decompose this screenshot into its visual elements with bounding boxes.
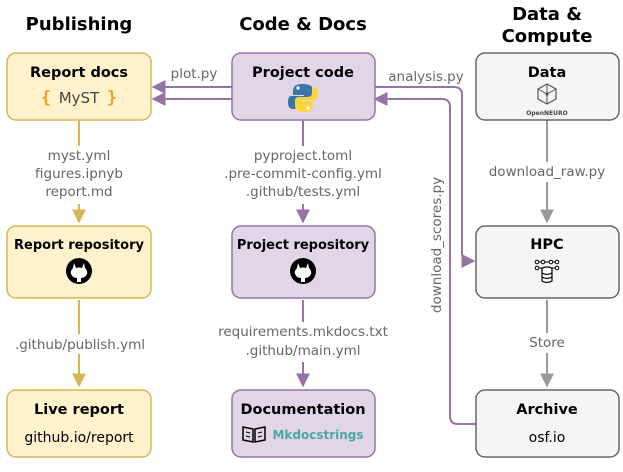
edge-label-requirements: requirements.mkdocs.txt (218, 324, 388, 340)
edge-analysis (375, 86, 476, 268)
python-icon (288, 84, 318, 112)
node-report-repository[interactable]: Report repository (6, 225, 152, 299)
node-title: Archive (516, 402, 578, 418)
myst-logo: { MyST } (41, 88, 117, 108)
node-title: HPC (530, 237, 563, 253)
node-title: Project code (252, 65, 354, 81)
node-project-repository[interactable]: Project repository (231, 225, 376, 299)
hpc-cluster-icon (534, 259, 560, 284)
myst-brace-right: } (107, 88, 117, 108)
mkdocs-book-icon (242, 426, 266, 443)
edge-label-bg (523, 333, 571, 353)
myst-logo-text: MyST (59, 89, 100, 107)
openneuro-logo (537, 83, 557, 105)
edge-label-bg (166, 64, 222, 82)
column-title-code-docs: Code & Docs (239, 14, 367, 35)
node-documentation[interactable]: Documentation Mkdocstrings (231, 389, 376, 458)
edge-label-publish: .github/publish.yml (15, 337, 145, 353)
node-title: Documentation (240, 402, 365, 418)
node-title: Live report (34, 402, 124, 418)
openneuro-logo-text: OpenNEURO (526, 110, 567, 117)
edge-label-analysis: analysis.py (388, 69, 464, 85)
edge-download-scores (373, 92, 476, 425)
edge-label-bg (479, 162, 615, 182)
edge-label-bg (208, 322, 398, 362)
edge-label-download-raw: download_raw.py (489, 164, 606, 180)
edge-label-download-scores: download_scores.py (429, 177, 445, 313)
node-title: Report docs (30, 65, 128, 81)
column-title-data-line1: Data & (512, 4, 582, 25)
mkdocstrings-logo-text: Mkdocstrings (272, 428, 363, 442)
myst-brace-left: { (41, 88, 51, 108)
edge-label-figures: figures.ipnyb (35, 166, 123, 182)
edge-label-bg (6, 334, 156, 354)
node-subtitle: github.io/report (24, 430, 134, 446)
node-subtitle: osf.io (529, 430, 566, 446)
node-hpc[interactable]: HPC (475, 225, 620, 299)
edge-label-bg (26, 146, 132, 204)
edge-label-main-yml: .github/main.yml (245, 343, 360, 359)
column-title-publishing: Publishing (26, 14, 133, 35)
node-data[interactable]: Data OpenNEURO (475, 52, 620, 121)
node-title: Data (528, 65, 567, 81)
edge-label-precommit: .pre-commit-config.yml (224, 166, 382, 182)
edge-label-pyproject: pyproject.toml (254, 148, 352, 164)
node-live-report[interactable]: Live report github.io/report (6, 389, 152, 458)
github-icon (290, 258, 316, 284)
edge-label-tests: .github/tests.yml (246, 184, 360, 200)
edge-label-plot: plot.py (171, 66, 218, 82)
node-archive[interactable]: Archive osf.io (475, 389, 620, 458)
column-title-data-line2: Compute (502, 26, 593, 47)
edge-label-bg (212, 146, 394, 204)
node-project-code[interactable]: Project code (231, 52, 376, 121)
edge-label-myst-yml: myst.yml (48, 148, 111, 164)
node-report-docs[interactable]: Report docs { MyST } (6, 52, 152, 121)
edge-label-store: Store (529, 335, 565, 351)
node-title: Report repository (14, 238, 144, 253)
github-icon (66, 258, 92, 284)
edge-label-report-md: report.md (45, 184, 112, 200)
node-title: Project repository (237, 238, 370, 253)
